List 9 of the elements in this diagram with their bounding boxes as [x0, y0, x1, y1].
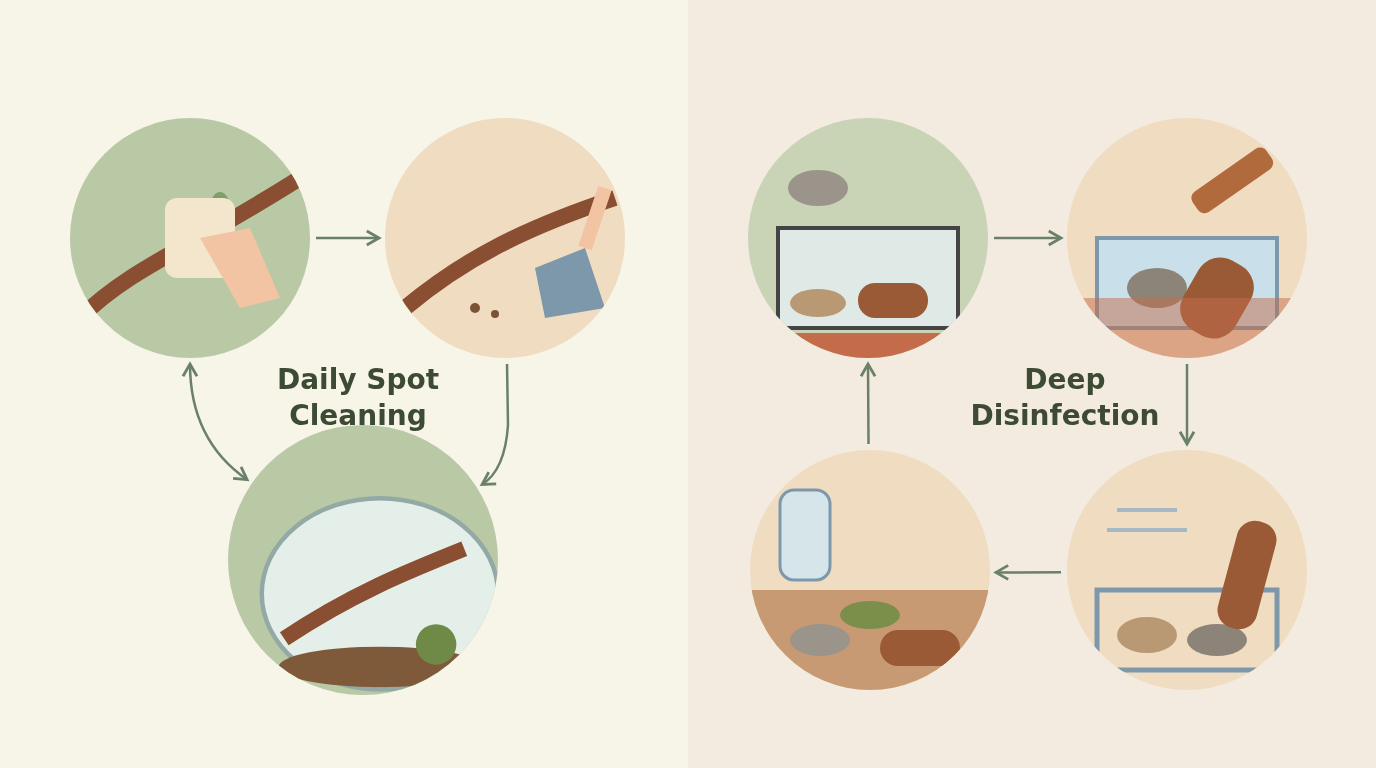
arrow	[316, 229, 381, 247]
cycle-title: Daily Spot Cleaning	[275, 362, 441, 434]
arrow	[480, 363, 510, 486]
cycle-title: Deep Disinfection	[969, 362, 1161, 434]
arrow	[859, 362, 877, 444]
arrow	[1178, 364, 1196, 446]
arrow	[994, 229, 1063, 247]
arrow	[182, 362, 249, 482]
arrow	[994, 564, 1061, 581]
